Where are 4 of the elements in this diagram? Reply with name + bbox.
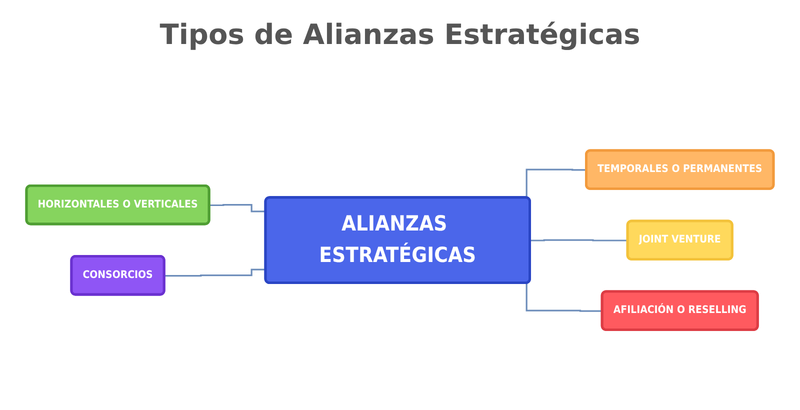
- connector: [164, 268, 266, 276]
- connector: [530, 239, 628, 242]
- title: Tipos de Alianzas Estratégicas: [158, 18, 642, 51]
- connector: [210, 204, 266, 212]
